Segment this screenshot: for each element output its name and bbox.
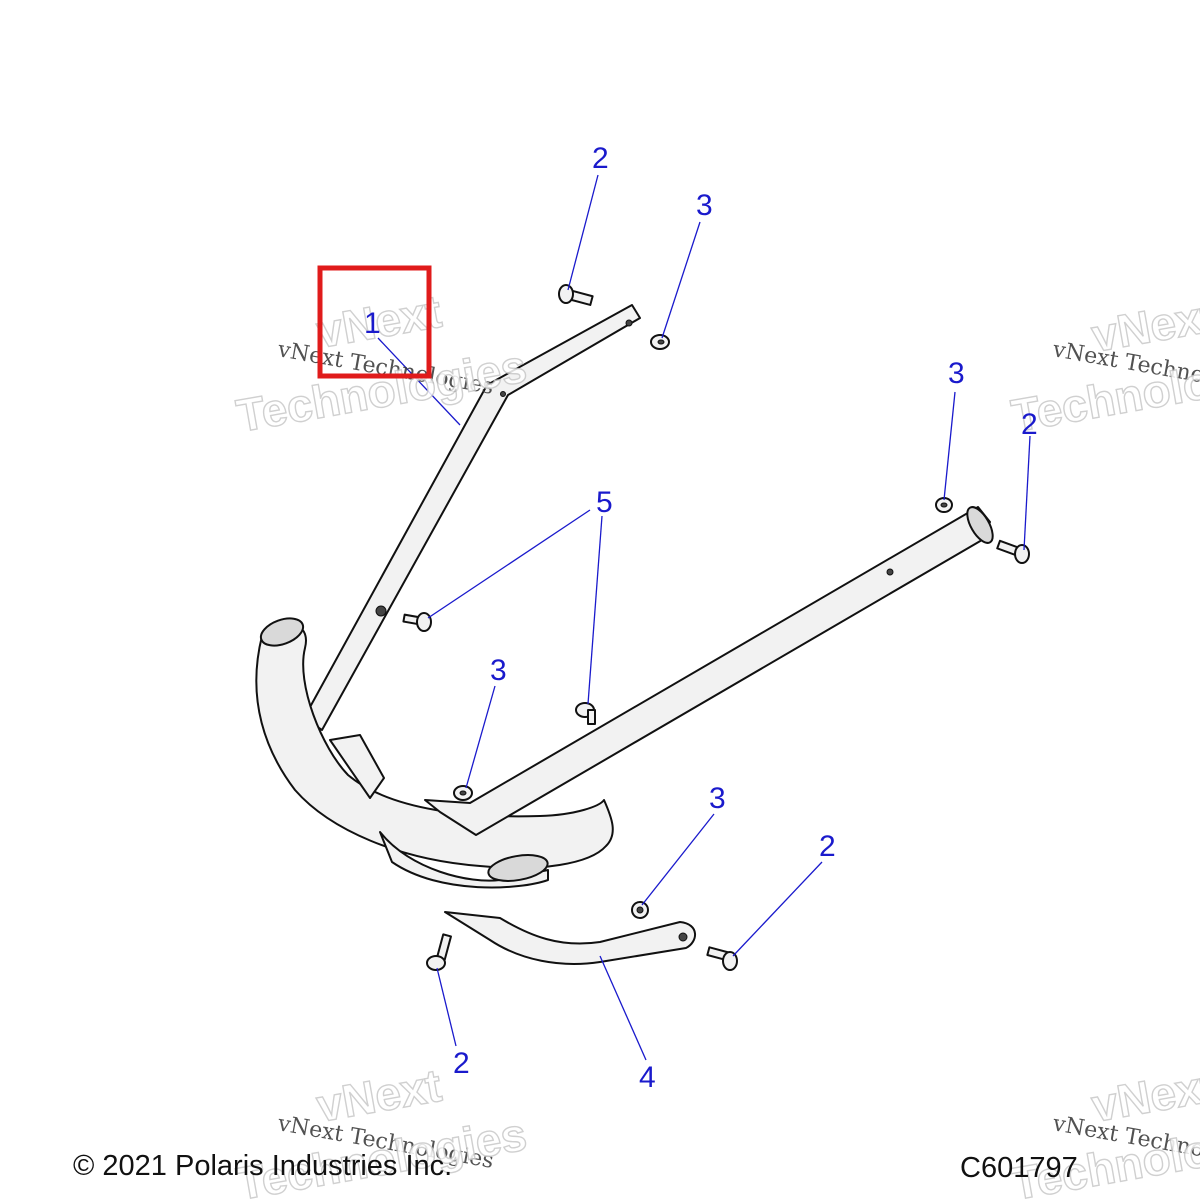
- part-4-bracket: [444, 911, 696, 965]
- callout-5[interactable]: 5: [596, 486, 613, 519]
- callout-3-right[interactable]: 3: [948, 357, 965, 390]
- callout-3-center[interactable]: 3: [490, 654, 507, 687]
- leader-lines: [377, 174, 1031, 1061]
- copyright-text: © 2021 Polaris Industries Inc.: [73, 1150, 453, 1182]
- callout-3-bottom[interactable]: 3: [709, 782, 726, 815]
- svg-text:vNext: vNext: [313, 1059, 445, 1132]
- screw-left-icon: [402, 612, 432, 632]
- callout-1[interactable]: 1: [364, 307, 381, 340]
- screw-center-icon: [575, 702, 596, 725]
- callout-2-top[interactable]: 2: [592, 142, 609, 175]
- bolt-bottom-left-icon: [426, 933, 452, 971]
- callout-2-bottom-right[interactable]: 2: [819, 830, 836, 863]
- callout-2-right[interactable]: 2: [1021, 408, 1038, 441]
- nut-top-icon: [650, 334, 670, 350]
- watermark: vNext Technologies vNext Technologies vN…: [232, 284, 1200, 1200]
- callout-4[interactable]: 4: [639, 1061, 656, 1094]
- bolt-bottom-right-icon: [706, 946, 738, 971]
- long-side-tube: [424, 506, 994, 836]
- svg-text:vNext: vNext: [1088, 1059, 1200, 1132]
- callout-2-bottom-left[interactable]: 2: [453, 1047, 470, 1080]
- highlight-box: [317, 265, 432, 379]
- callout-3-top[interactable]: 3: [696, 189, 713, 222]
- bolt-right-icon: [996, 539, 1030, 564]
- bolt-top-icon: [558, 284, 594, 306]
- drawing-id: C601797: [960, 1152, 1078, 1184]
- svg-text:vNext: vNext: [1088, 289, 1200, 362]
- nut-center-icon: [453, 785, 473, 801]
- nut-bottom-icon: [631, 901, 649, 919]
- nut-right-icon: [935, 497, 953, 513]
- part-1-bumper-tube: [255, 304, 641, 889]
